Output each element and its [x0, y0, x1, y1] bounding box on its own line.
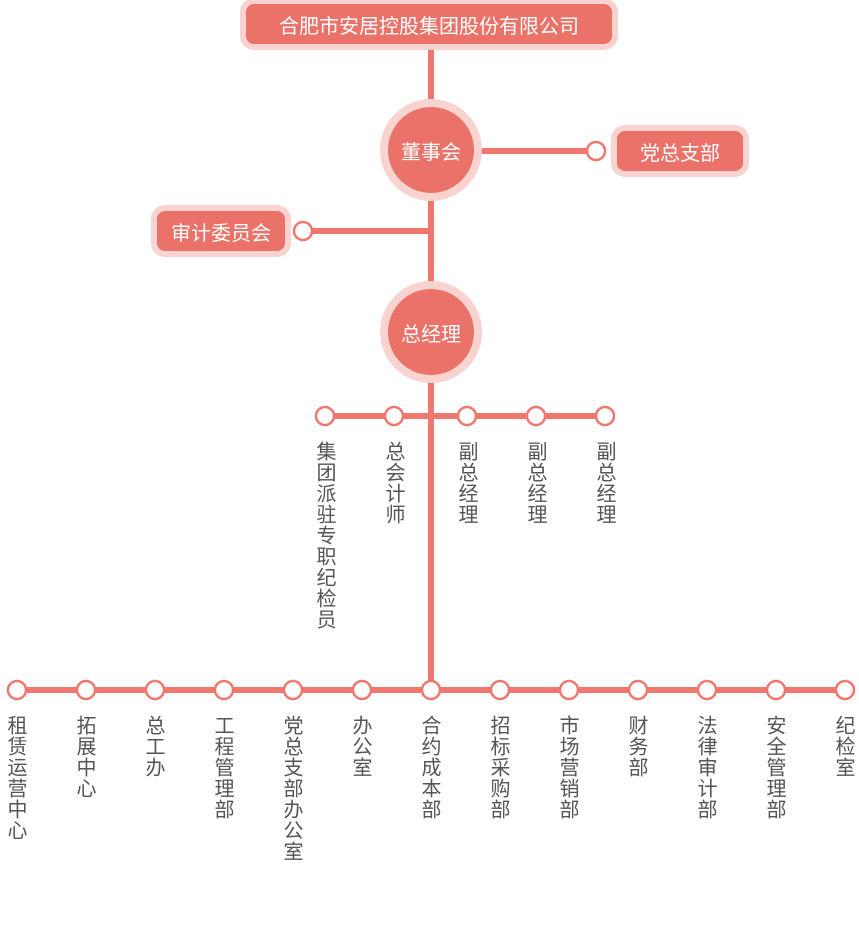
board-label: 董事会 [401, 139, 461, 164]
department-joint [420, 679, 442, 701]
general-manager-node[interactable]: 总经理 [388, 289, 474, 375]
executive-joint [525, 405, 547, 427]
department-joint [6, 679, 28, 701]
general-manager-label: 总经理 [401, 321, 461, 346]
executive-joint [594, 405, 616, 427]
department-joint [351, 679, 373, 701]
audit-committee-joint [292, 220, 314, 242]
department-label: 市场营销部 [556, 715, 580, 820]
department-label: 党总支部办公室 [280, 715, 304, 862]
department-joint [627, 679, 649, 701]
department-label: 招标采购部 [487, 715, 511, 820]
department-label: 合约成本部 [418, 715, 442, 820]
company-node[interactable]: 合肥市安居控股集团股份有限公司 [246, 4, 612, 44]
department-label: 总工办 [142, 715, 166, 778]
party-branch-joint [585, 140, 607, 162]
executive-joint [383, 405, 405, 427]
department-label: 拓展中心 [73, 715, 97, 799]
audit-committee-node[interactable]: 审计委员会 [157, 211, 285, 251]
department-label: 财务部 [625, 715, 649, 778]
audit-committee-label: 审计委员会 [171, 220, 271, 245]
department-label: 法律审计部 [694, 715, 718, 820]
department-joint [765, 679, 787, 701]
department-joint [558, 679, 580, 701]
department-label: 纪检室 [832, 715, 856, 778]
department-label: 租赁运营中心 [4, 715, 28, 841]
department-joint [213, 679, 235, 701]
executive-joint [456, 405, 478, 427]
department-joint [282, 679, 304, 701]
board-node[interactable]: 董事会 [388, 107, 474, 193]
executive-label: 副总经理 [593, 441, 617, 525]
department-joint [489, 679, 511, 701]
party-branch-label: 党总支部 [640, 140, 720, 165]
executive-label: 副总经理 [524, 441, 548, 525]
department-joint [834, 679, 856, 701]
department-label: 办公室 [349, 715, 373, 778]
company-label: 合肥市安居控股集团股份有限公司 [279, 13, 579, 38]
executive-label: 集团派驻专职纪检员 [313, 441, 337, 630]
department-label: 工程管理部 [211, 715, 235, 820]
party-branch-node[interactable]: 党总支部 [617, 131, 743, 171]
executive-label: 副总经理 [455, 441, 479, 525]
department-joint [696, 679, 718, 701]
executive-joint [314, 405, 336, 427]
executive-label: 总会计师 [382, 441, 406, 525]
department-label: 安全管理部 [763, 715, 787, 820]
department-joint [75, 679, 97, 701]
department-joint [144, 679, 166, 701]
